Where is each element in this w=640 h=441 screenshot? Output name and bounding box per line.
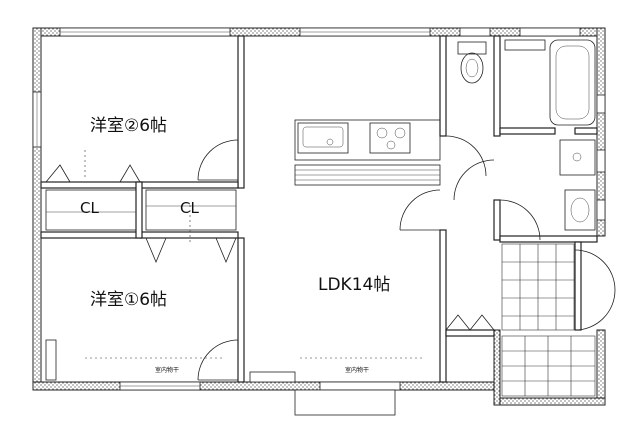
interior-walls bbox=[40, 35, 598, 383]
door-swings bbox=[197, 135, 616, 381]
kitchen-counter bbox=[294, 119, 441, 186]
windows bbox=[32, 27, 606, 416]
indoor-clothesline-label-2: 室内物干 bbox=[345, 366, 369, 374]
indoor-clothesline-label-1: 室内物干 bbox=[155, 366, 179, 374]
closet-band bbox=[45, 164, 237, 264]
wash-area-fixtures bbox=[559, 139, 596, 231]
room-label-western-room-2: 洋室②6帖 bbox=[90, 116, 167, 136]
closet-label-1: CL bbox=[80, 199, 99, 217]
bathtub bbox=[504, 39, 596, 126]
toilet bbox=[457, 41, 487, 84]
clothesline-guides bbox=[84, 150, 425, 359]
room-label-western-room-1: 洋室①6帖 bbox=[90, 290, 167, 310]
closet-label-2: CL bbox=[180, 199, 199, 217]
room-label-ldk: LDK14帖 bbox=[318, 275, 390, 295]
exterior-walls bbox=[32, 27, 606, 406]
entrance-tiles bbox=[501, 243, 596, 397]
